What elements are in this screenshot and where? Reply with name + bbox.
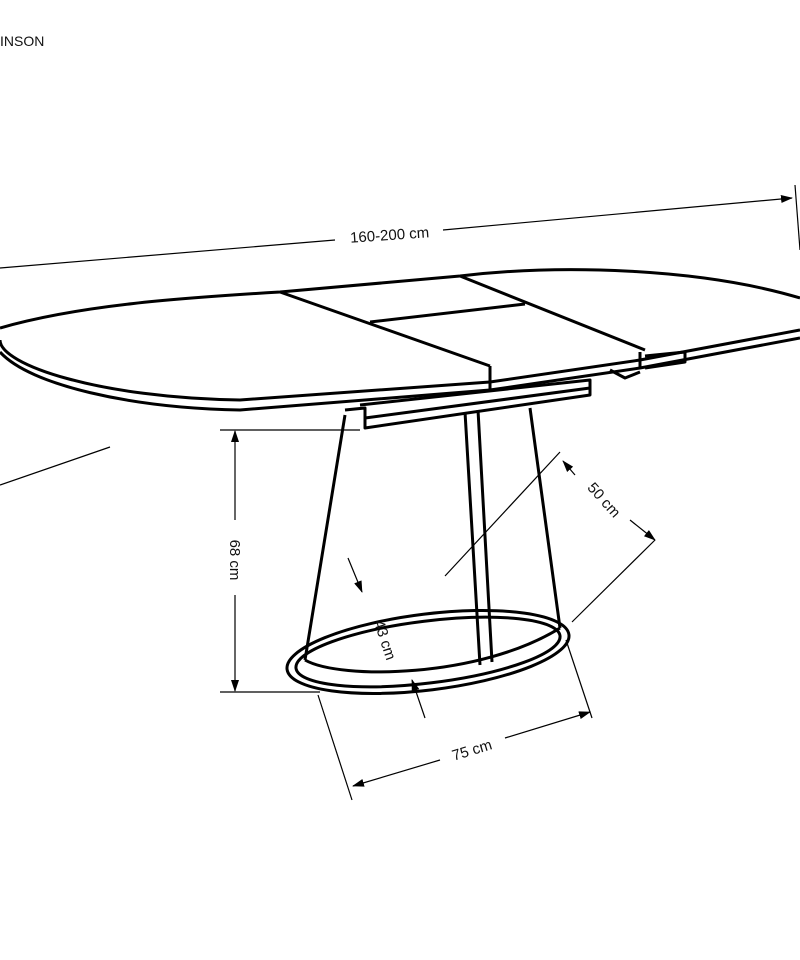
height-label: 68 cm [226,540,243,581]
pedestal [285,407,571,695]
product-name: INSON [0,33,45,49]
table-top [0,268,800,412]
length-label: 160-200 cm [350,224,430,246]
dimension-lines [0,184,800,801]
base-width-label: 75 cm [450,736,494,764]
base-depth-label: 50 cm [584,479,624,521]
table-support [344,378,592,430]
